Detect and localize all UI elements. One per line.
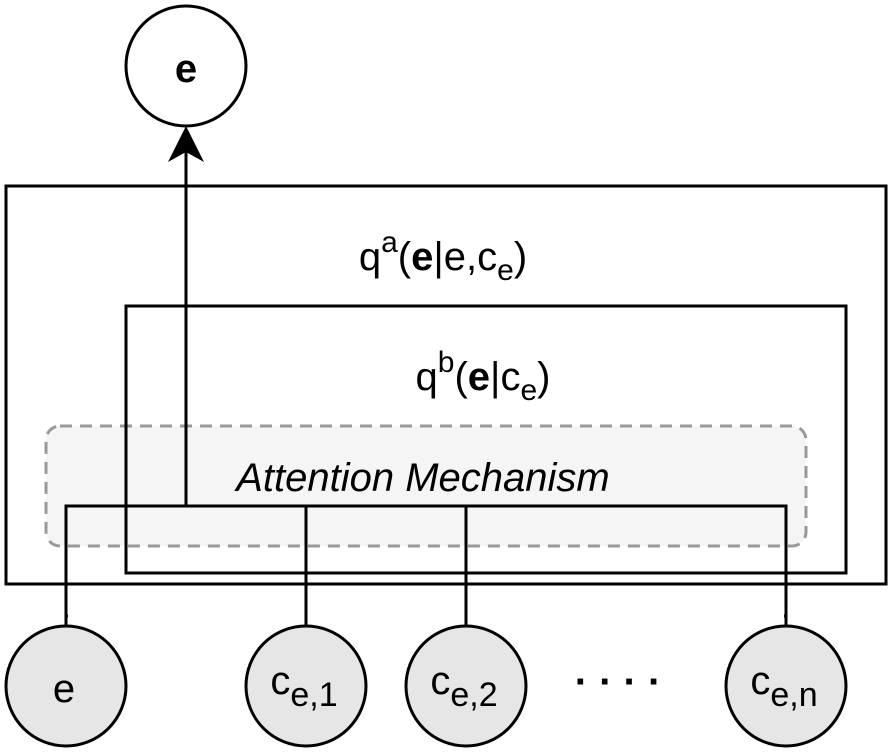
input-node-c-e-n-label: ce,n [750,659,817,714]
input-node-e-label: e [53,667,75,711]
attention-region [44,424,808,548]
input-node-c-e-2-label: ce,2 [430,659,497,714]
input-node-c-e-n: ce,n [724,624,848,748]
input-node-e: e [4,624,128,748]
input-node-c-e-1: ce,1 [244,624,368,748]
inner-plate [124,304,848,575]
inner-plate-label: qb(e|ce) [416,346,551,407]
output-node-label: e [175,47,197,91]
ellipsis: · · · · [575,660,662,704]
outer-plate-label: qa(e|e,ce) [359,226,527,287]
output-node [124,4,248,128]
attention-label: Attention Mechanism [234,456,610,500]
input-node-c-e-1-label: ce,1 [270,659,337,714]
bracket-mask [68,590,784,624]
input-node-c-e-2: ce,2 [404,624,528,748]
output-arrow-head [168,126,204,162]
